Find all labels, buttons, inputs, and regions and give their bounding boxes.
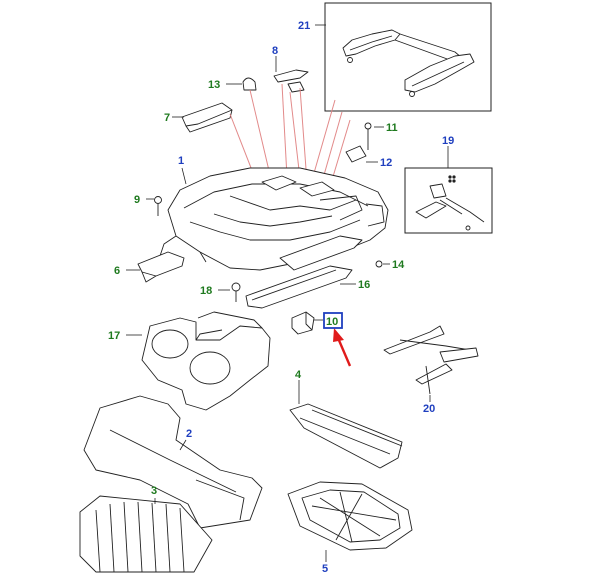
callout-1: 1 — [178, 155, 184, 167]
callout-19: 19 — [442, 135, 454, 147]
red-pointer-arrow — [333, 328, 352, 367]
callout-9: 9 — [134, 194, 140, 206]
inset-19-motor — [404, 146, 493, 234]
callout-2: 2 — [186, 428, 192, 440]
part-13-clip — [226, 77, 257, 91]
part-10-cap — [291, 311, 323, 335]
callout-10-highlight-box — [323, 312, 343, 329]
callout-11: 11 — [386, 122, 398, 134]
part-20-linkage — [383, 325, 479, 402]
part-18-pin — [218, 282, 241, 302]
part-1-seat-frame — [159, 167, 389, 271]
part-16-rail — [245, 235, 363, 309]
callout-16: 16 — [358, 279, 370, 291]
part-9-screw — [146, 196, 162, 216]
callout-5: 5 — [322, 563, 328, 575]
part-2-trim-panel — [83, 395, 263, 529]
callout-18: 18 — [200, 285, 212, 297]
part-12-clip — [345, 145, 378, 163]
callout-13: 13 — [208, 79, 220, 91]
inset-21-frame-assembly — [315, 2, 492, 112]
callout-7: 7 — [164, 112, 170, 124]
callout-21: 21 — [298, 20, 310, 32]
part-5-mesh-panel — [287, 481, 413, 562]
callout-14: 14 — [392, 259, 405, 271]
callout-20: 20 — [423, 403, 435, 415]
part-4-tray — [289, 380, 403, 469]
part-8-bracket — [273, 56, 309, 93]
part-14-screw — [375, 260, 390, 268]
callout-3: 3 — [151, 485, 157, 497]
part-17-housing — [126, 311, 271, 411]
callout-10: 10 — [326, 316, 338, 328]
callout-6: 6 — [114, 265, 120, 277]
part-11-bolt — [364, 122, 384, 150]
callout-12: 12 — [380, 157, 392, 169]
part-6-bracket — [126, 251, 185, 283]
callout-17: 17 — [108, 330, 120, 342]
part-7-cover — [172, 102, 233, 133]
callout-8: 8 — [272, 45, 278, 57]
callout-4: 4 — [295, 369, 302, 381]
part-3-heater-mat — [79, 495, 213, 573]
